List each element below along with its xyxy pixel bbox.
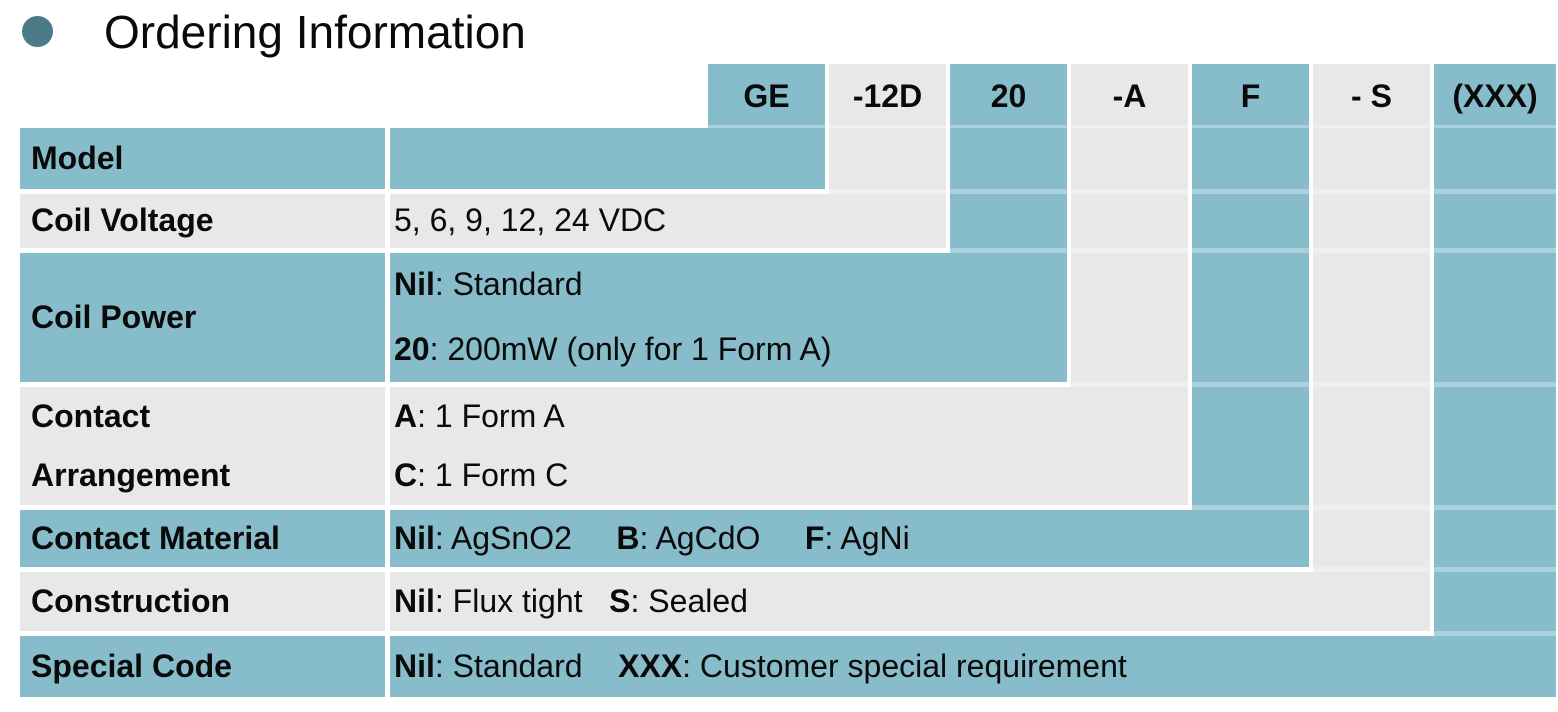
desc-segment: S [609,582,631,619]
section-heading: Ordering Information [0,0,1558,64]
row-desc-cell [390,128,825,189]
desc-line: A: 1 Form A [394,397,1188,434]
row-label: Contact [31,397,151,434]
desc-segment: C [394,456,418,493]
row-label: Model [31,139,124,176]
row-label: Special Code [31,647,232,684]
part-code-segment: GE [743,78,790,114]
desc-segment: : 1 Form C [417,456,569,493]
desc-segment: A [394,397,418,434]
row-label: Arrangement [31,456,231,493]
desc-line: Nil: Standard XXX: Customer special requ… [394,647,1556,684]
desc-line: Nil: Standard [394,266,1067,303]
desc-segment: 20 [394,330,430,367]
desc-segment: : AgNi [824,519,910,556]
part-code-segment: 20 [990,78,1027,114]
row-label: Coil Voltage [31,202,214,239]
part-code-column: F [1192,64,1309,567]
desc-line: 20: 200mW (only for 1 Form A) [394,330,1067,367]
desc-segment: 5, 6, 9, 12, 24 VDC [394,202,667,239]
desc-segment: F [804,519,825,556]
desc-segment: : AgCdO [639,519,805,556]
desc-segment: XXX [618,647,683,684]
part-code-column: - S [1313,64,1430,631]
desc-line: C: 1 Form C [394,456,1188,493]
row-desc-cell: Nil: AgSnO2 B: AgCdO F: AgNi [390,510,1309,567]
desc-line: Nil: AgSnO2 B: AgCdO F: AgNi [394,519,1309,556]
desc-segment: Nil [394,582,435,619]
page-title: Ordering Information [104,6,526,58]
part-code-segment: -12D [852,78,923,114]
row-label-cell: Special Code [20,636,385,697]
bullet-icon [22,16,53,47]
part-code-segment: -A [1112,78,1147,114]
row-label-cell: Coil Voltage [20,194,385,248]
desc-segment: Nil [394,519,435,556]
part-code-segment: F [1240,78,1261,114]
part-code-segment: (XXX) [1452,78,1538,114]
row-seam [708,125,1556,128]
row-label: Construction [31,582,231,619]
desc-segment: : Standard [434,266,583,303]
row-label: Coil Power [31,298,197,335]
desc-segment: : Sealed [630,582,748,619]
row-desc-cell: Nil: Standard XXX: Customer special requ… [390,636,1556,697]
row-label-cell: Contact Material [20,510,385,567]
row-seam [1192,505,1556,510]
row-desc-cell: A: 1 Form A C: 1 Form C [390,387,1188,505]
desc-segment: : Standard [434,647,619,684]
row-label-cell: Coil Power [20,253,385,382]
desc-line: 5, 6, 9, 12, 24 VDC [394,202,946,239]
desc-segment: B [616,519,640,556]
desc-segment: : Flux tight [434,582,610,619]
desc-segment: : 200mW (only for 1 Form A) [429,330,832,367]
row-desc-cell: 5, 6, 9, 12, 24 VDC [390,194,946,248]
desc-segment: : 1 Form A [417,397,565,434]
desc-segment: Nil [394,266,435,303]
row-seam [829,189,1556,194]
row-seam [1313,567,1556,572]
desc-segment: Nil [394,647,435,684]
desc-line: Nil: Flux tight S: Sealed [394,582,1430,619]
row-seam [950,248,1556,253]
row-desc-cell: Nil: Flux tight S: Sealed [390,572,1430,631]
row-label-cell: Model [20,128,385,189]
desc-segment: : AgSnO2 [434,519,617,556]
desc-segment: : Customer special requirement [682,647,1127,684]
part-code-column: (XXX) [1434,64,1556,697]
part-code-segment: - S [1351,78,1392,114]
row-seam [1071,382,1556,387]
row-label-cell: Construction [20,572,385,631]
row-label: Contact Material [31,519,280,556]
row-seam [1434,631,1556,636]
